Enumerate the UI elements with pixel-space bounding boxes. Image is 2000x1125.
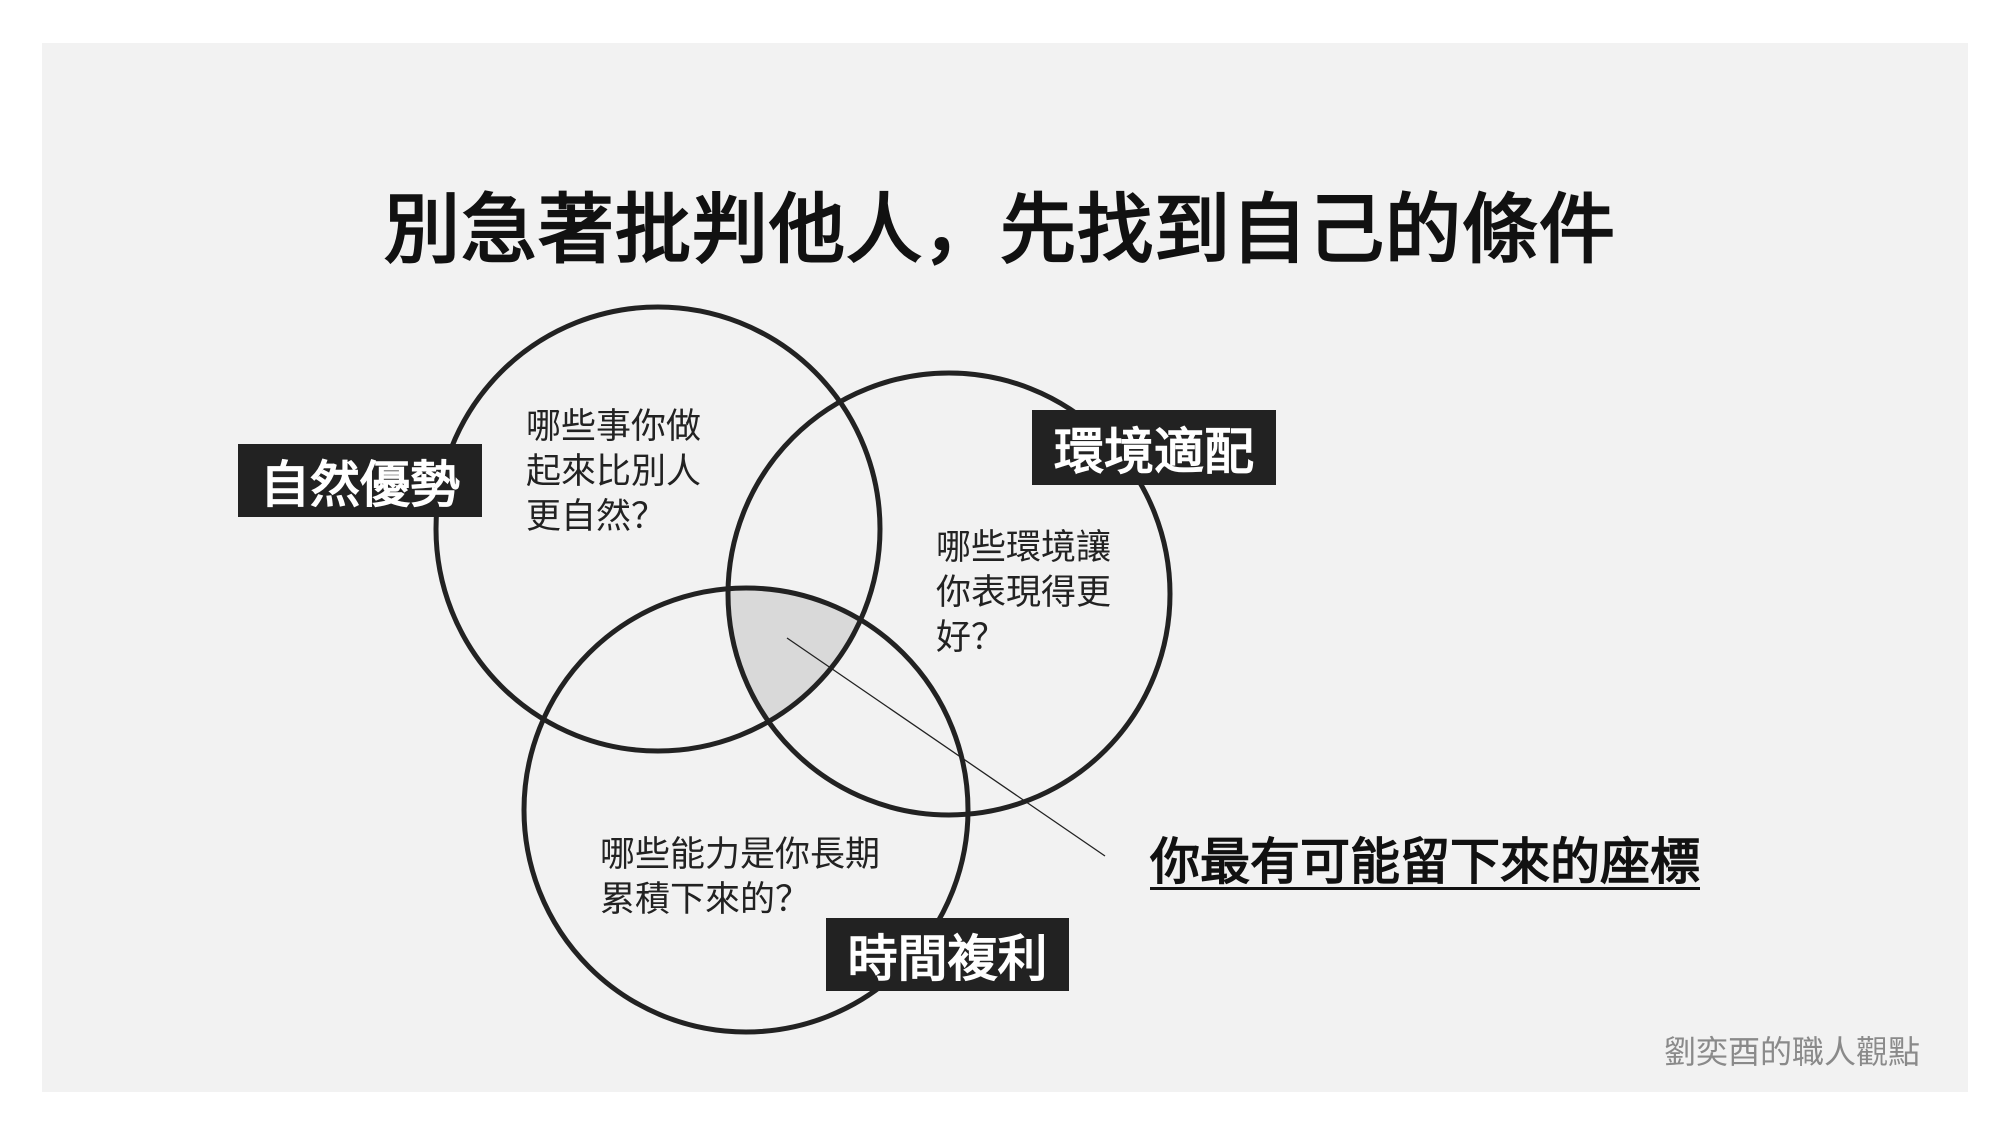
question-natural-advantage: 哪些事你做 起來比別人 更自然？: [526, 407, 702, 537]
question-time-compounding: 哪些能力是你長期 累積下來的？: [600, 835, 881, 920]
circle-natural-advantage: [433, 304, 883, 754]
callout-label: 你最有可能留下來的座標: [1150, 833, 1700, 891]
slide-title: 別急著批判他人，先找到自己的條件: [384, 185, 1616, 274]
tag-natural-advantage: 自然優勢: [238, 444, 482, 517]
tag-environment-fit: 環境適配: [1032, 410, 1276, 485]
tag-time-compounding: 時間複利: [826, 918, 1069, 991]
circle-environment-fit: [725, 370, 1173, 818]
circle-time-compounding: [521, 585, 971, 1035]
question-environment-fit: 哪些環境讓 你表現得更 好？: [936, 528, 1112, 658]
callout-leader-line: [786, 637, 1106, 857]
author-watermark: 劉奕酉的職人觀點: [1664, 1033, 1921, 1071]
slide-background: [42, 43, 1968, 1092]
